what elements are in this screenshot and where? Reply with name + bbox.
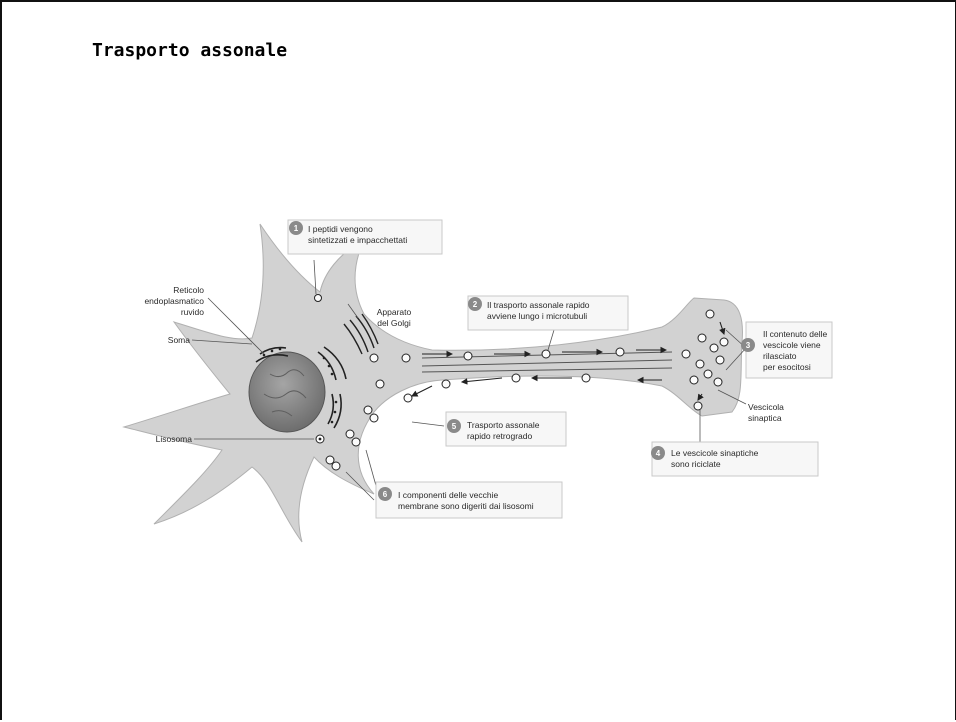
nucleus	[249, 352, 325, 432]
svg-text:1: 1	[294, 224, 299, 233]
svg-text:membrane sono digeriti dai lis: membrane sono digeriti dai lisosomi	[398, 501, 534, 511]
svg-text:avviene lungo i microtubuli: avviene lungo i microtubuli	[487, 311, 587, 321]
svg-text:5: 5	[452, 422, 457, 431]
svg-text:endoplasmatico: endoplasmatico	[144, 296, 204, 306]
svg-text:vescicole viene: vescicole viene	[763, 340, 821, 350]
step-3: 3 Il contenuto delle vescicole viene ril…	[741, 322, 832, 378]
label-soma: Soma	[168, 335, 190, 345]
svg-text:rilasciato: rilasciato	[763, 351, 797, 361]
step-2: 2 Il trasporto assonale rapido avviene l…	[468, 296, 628, 330]
svg-text:Il contenuto delle: Il contenuto delle	[763, 329, 828, 339]
svg-text:rapido retrogrado: rapido retrogrado	[467, 431, 532, 441]
label-lisosoma: Lisosoma	[156, 434, 193, 444]
svg-text:Le vescicole sinaptiche: Le vescicole sinaptiche	[671, 448, 759, 458]
svg-text:Reticolo: Reticolo	[173, 285, 204, 295]
step-4: 4 Le vescicole sinaptiche sono riciclate	[651, 442, 818, 476]
svg-text:sintetizzati e impacchettati: sintetizzati e impacchettati	[308, 235, 407, 245]
svg-text:sono riciclate: sono riciclate	[671, 459, 721, 469]
svg-text:ruvido: ruvido	[181, 307, 204, 317]
label-golgi: Apparato del Golgi	[377, 307, 412, 328]
svg-text:sinaptica: sinaptica	[748, 413, 782, 423]
svg-text:Apparato: Apparato	[377, 307, 412, 317]
svg-text:I componenti delle vecchie: I componenti delle vecchie	[398, 490, 498, 500]
svg-text:del Golgi: del Golgi	[377, 318, 411, 328]
svg-text:Vescicola: Vescicola	[748, 402, 784, 412]
svg-text:6: 6	[383, 490, 388, 499]
label-reticolo: Reticolo endoplasmatico ruvido	[144, 285, 204, 317]
step-5: 5 Trasporto assonale rapido retrogrado	[446, 412, 566, 446]
svg-text:2: 2	[473, 300, 478, 309]
svg-text:per esocitosi: per esocitosi	[763, 362, 811, 372]
svg-text:4: 4	[656, 449, 661, 458]
svg-text:3: 3	[746, 341, 751, 350]
step-1: 1 I peptidi vengono sintetizzati e impac…	[288, 220, 442, 254]
svg-text:Il trasporto assonale rapido: Il trasporto assonale rapido	[487, 300, 590, 310]
label-vescicola: Vescicola sinaptica	[748, 402, 784, 423]
svg-text:Trasporto assonale: Trasporto assonale	[467, 420, 540, 430]
step-6: 6 I componenti delle vecchie membrane so…	[376, 482, 562, 518]
svg-text:I peptidi vengono: I peptidi vengono	[308, 224, 373, 234]
